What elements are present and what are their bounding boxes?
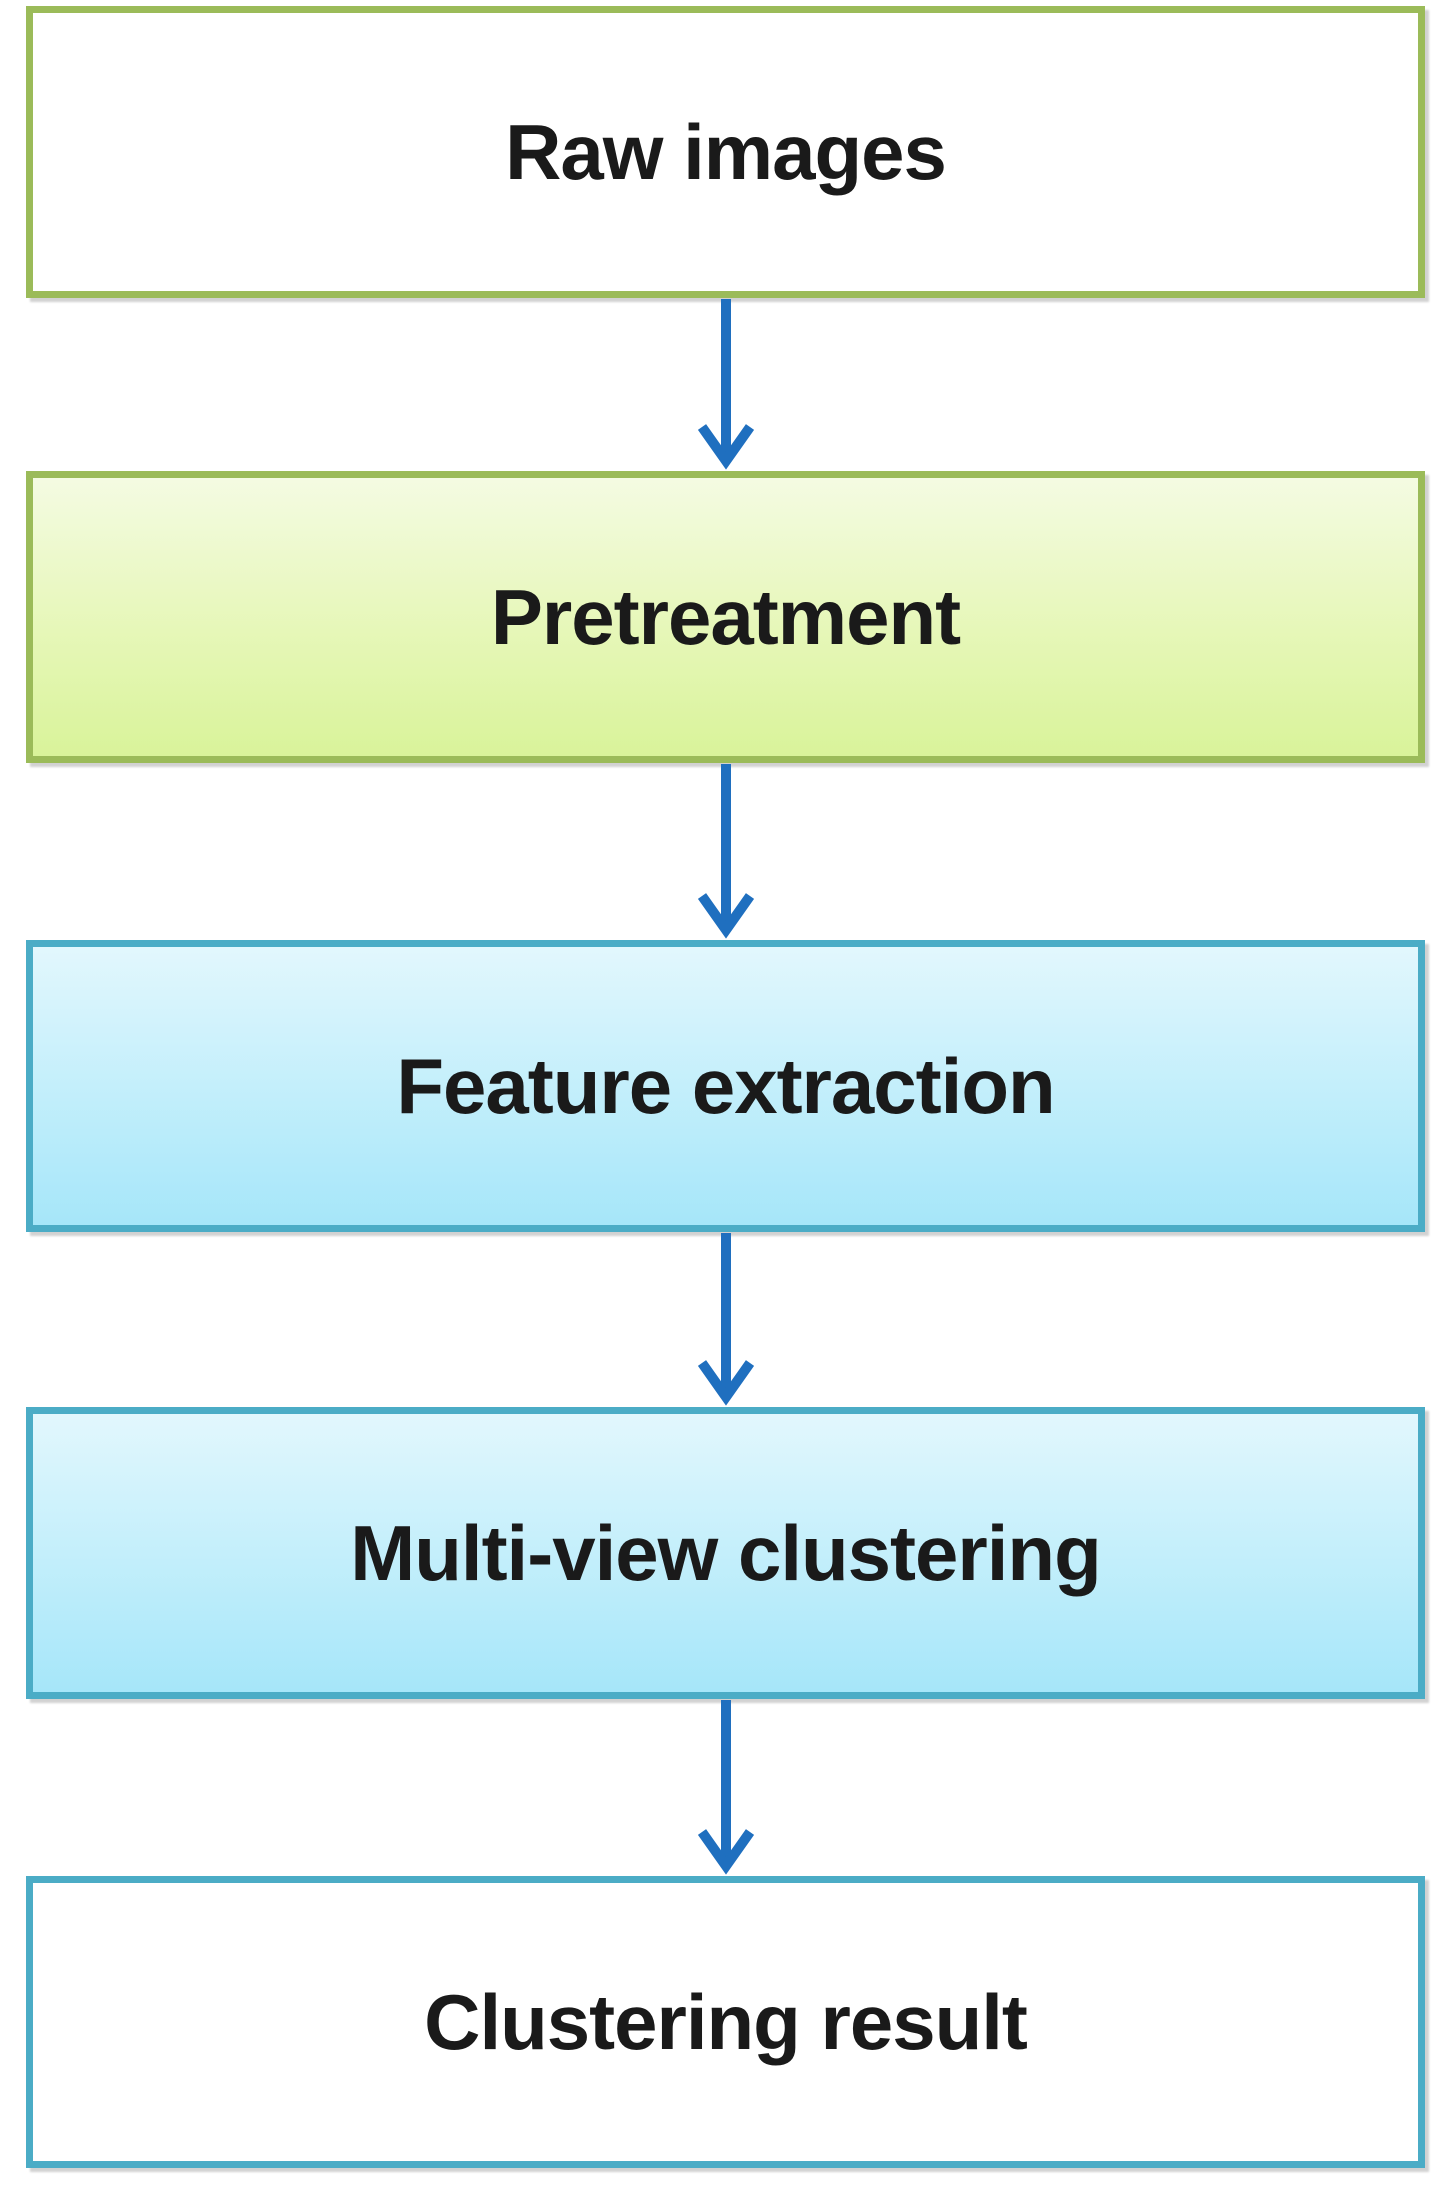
flow-arrow-2 <box>694 764 758 940</box>
flow-arrow-1 <box>694 299 758 471</box>
step-multi-view-clustering: Multi-view clustering <box>26 1407 1425 1699</box>
step-label: Clustering result <box>424 1977 1028 2066</box>
step-feature-extraction: Feature extraction <box>26 940 1425 1232</box>
step-label: Multi-view clustering <box>350 1508 1101 1597</box>
step-clustering-result: Clustering result <box>26 1876 1425 2168</box>
step-label: Feature extraction <box>396 1041 1055 1130</box>
step-raw-images: Raw images <box>26 6 1425 298</box>
step-pretreatment: Pretreatment <box>26 471 1425 763</box>
flow-arrow-3 <box>694 1233 758 1407</box>
step-label: Raw images <box>505 107 947 196</box>
flow-arrow-4 <box>694 1700 758 1876</box>
step-label: Pretreatment <box>490 572 961 661</box>
